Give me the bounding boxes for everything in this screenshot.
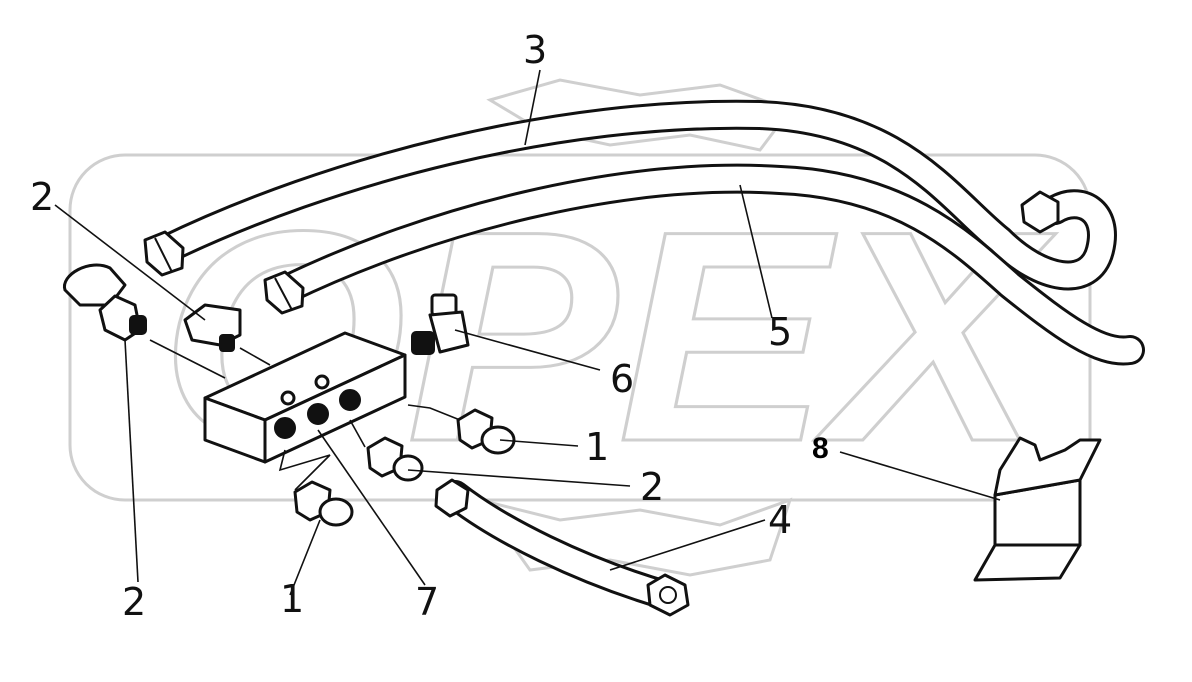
callout-2-bottom-left: 2 [122,580,146,624]
callout-5: 5 [768,310,792,354]
fitting-2-right [366,436,424,482]
callout-4: 4 [768,498,792,542]
elbow-fitting-6 [411,293,470,355]
hose-5 [270,163,1145,366]
elbow-fitting-left [63,263,147,342]
callout-3: 3 [523,28,547,72]
callout-2-right: 2 [640,465,664,509]
hose-3-fitting-left [143,230,185,277]
callout-6: 6 [610,357,634,401]
callout-7: 7 [415,580,439,624]
hose-4-fitting-top [434,478,470,518]
plug-1-right [456,408,516,455]
hose-5-fitting-left [263,270,305,315]
callout-2-top-left: 2 [30,175,54,219]
hose-4 [440,480,680,610]
callout-1-right: 1 [585,425,609,469]
leader-lines [54,69,1001,596]
hose-3 [150,99,1117,291]
callout-8: 8 [812,432,829,465]
hose-3-fitting-right [1020,190,1060,234]
plug-1-bottom [293,480,354,527]
callout-1-bottom: 1 [280,577,304,621]
bracket-8 [973,436,1102,582]
hose-4-fitting-bottom [646,573,690,617]
manifold-block [203,331,407,464]
